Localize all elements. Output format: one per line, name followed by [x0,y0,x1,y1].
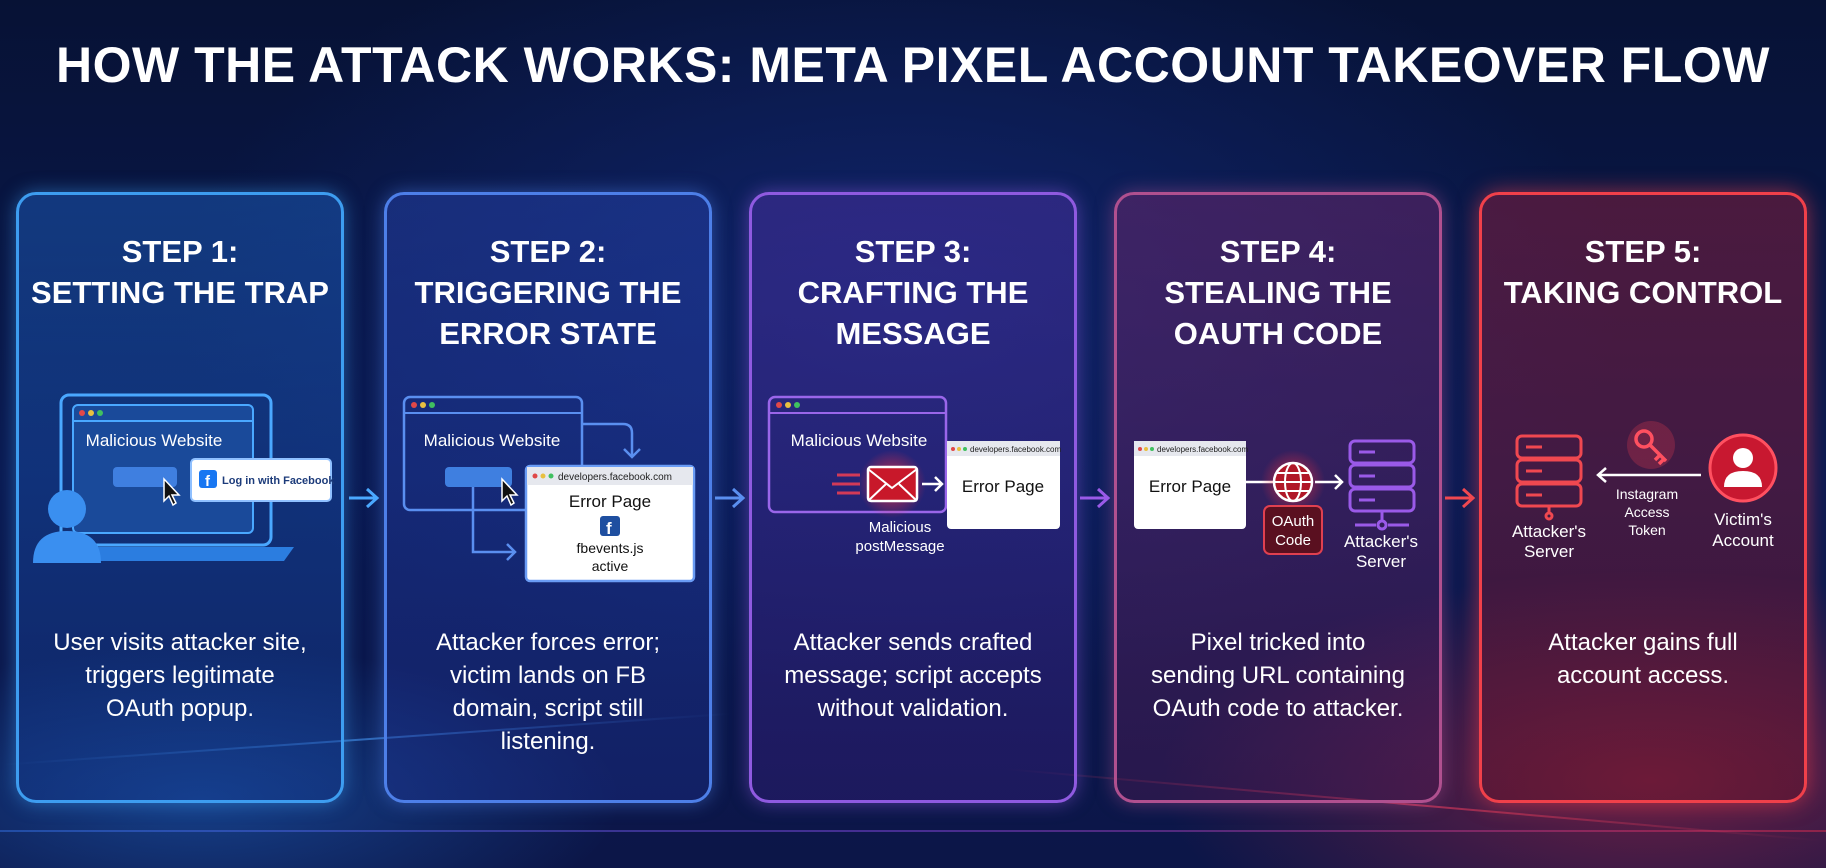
user-icon [33,490,101,563]
url-label: developers.facebook.com [558,472,672,483]
svg-text:f: f [606,519,612,538]
globe-icon [1272,461,1314,503]
site-label: Malicious Website [86,431,223,450]
description-line: Attacker gains full [1548,629,1738,656]
step-heading: SETTING THE TRAP [31,275,329,310]
token-arrow [1596,467,1701,483]
cursor-icon [501,477,519,507]
description-line: message; script accepts [784,662,1042,689]
step-heading: OAUTH CODE [1173,316,1383,351]
facebook-login-popup: f Log in with Facebook [190,458,335,502]
code-label: OAuth [1272,513,1315,530]
server-label: Server [1524,542,1574,561]
description-line: OAuth code to attacker. [1152,695,1404,722]
login-button [113,467,177,487]
url-label: developers.facebook.com [1157,445,1249,454]
browser-window [767,395,948,514]
description-line: triggers legitimate [85,662,275,689]
site-label: Malicious Website [791,431,928,450]
page-title: HOW THE ATTACK WORKS: META PIXEL ACCOUNT… [56,37,1770,93]
flow-arrow-icon [349,487,380,509]
description-line: without validation. [817,695,1009,722]
error-page-label: Error Page [1149,477,1231,496]
description-line: OAuth popup. [105,695,255,722]
step-4-card: STEP 4: STEALING THE OAUTH CODE developers… [1114,192,1442,803]
description-line: sending URL containing [1151,662,1405,689]
error-page-window: developers.facebook.com Error Page f fbe… [524,464,696,583]
description-line: User visits attacker site, [53,629,307,656]
description-line: account access. [1556,662,1730,689]
step-2-illustration: Malicious Website developers.facebook.co… [402,395,696,583]
token-label: Token [1628,522,1665,538]
step-label: STEP 3: [854,234,972,269]
flow-arrow-icon [1080,487,1111,509]
step-2-card: STEP 2: TRIGGERING THE ERROR STATE Malicio… [384,192,712,803]
flow-arrow-icon [1445,487,1476,509]
facebook-icon [600,516,620,536]
message-label: Malicious [869,519,932,536]
script-status: active [592,558,629,574]
token-label: Access [1624,504,1669,520]
victim-label: Account [1712,531,1774,550]
step-heading: CRAFTING THE [797,275,1029,310]
error-page-label: Error Page [962,477,1044,496]
oauth-code-badge: OAuth Code [1263,505,1323,555]
error-page-window: developers.facebook.com Error Page [1134,441,1249,529]
code-label: Code [1275,532,1311,549]
step-heading: MESSAGE [835,316,991,351]
svg-text:f: f [205,473,211,490]
description-line: listening. [500,728,596,755]
script-label: fbevents.js [577,540,644,556]
error-page-window: developers.facebook.com Error Page [947,441,1062,529]
url-label: developers.facebook.com [970,445,1062,454]
description-line: Attacker sends crafted [793,629,1033,656]
flow-arrow-icon [715,487,746,509]
message-label: postMessage [855,538,944,555]
step-1-card: STEP 1: SETTING THE TRAP Malicious Websit… [16,192,344,803]
description-line: domain, script still [452,695,644,722]
victim-label: Victim's [1714,510,1772,529]
key-icon [1627,421,1675,469]
redirect-arrow [582,422,641,459]
description-line: Attacker forces error; [435,629,661,656]
step-label: STEP 5: [1584,234,1702,269]
description-line: Pixel tricked into [1190,629,1366,656]
cursor-icon [163,477,181,507]
envelope-icon [866,465,919,503]
server-icon [1348,439,1416,531]
description-line: victim lands on FB [449,662,647,689]
step-3-card: STEP 3: CRAFTING THE MESSAGE Malicious Web… [749,192,1077,803]
server-icon [1515,434,1583,521]
step-3-illustration: Malicious Website developers.facebook.co… [767,395,1062,555]
server-label: Attacker's [1344,532,1418,551]
step-5-illustration: Attacker's Server Instagram Access Token… [1512,421,1778,561]
step-5-card: STEP 5: TAKING CONTROL Attacker's Server … [1479,192,1807,803]
site-label: Malicious Website [424,431,561,450]
server-label: Server [1356,552,1406,571]
step-label: STEP 4: [1219,234,1337,269]
error-page-label: Error Page [569,492,651,511]
browser-window [402,395,584,512]
step-heading: TAKING CONTROL [1503,275,1783,310]
step-1-illustration: Malicious Website f Log in with Facebook [33,393,335,563]
step-4-illustration: developers.facebook.com Error Page OAuth… [1134,439,1418,571]
step-label: STEP 2: [489,234,607,269]
token-label: Instagram [1616,486,1678,502]
victim-account-icon [1708,433,1778,503]
step-heading: STEALING THE [1164,275,1392,310]
step-heading: ERROR STATE [439,316,657,351]
step-label: STEP 1: [121,234,239,269]
step-heading: TRIGGERING THE [414,275,682,310]
server-label: Attacker's [1512,522,1586,541]
popup-label: Log in with Facebook [222,475,335,487]
